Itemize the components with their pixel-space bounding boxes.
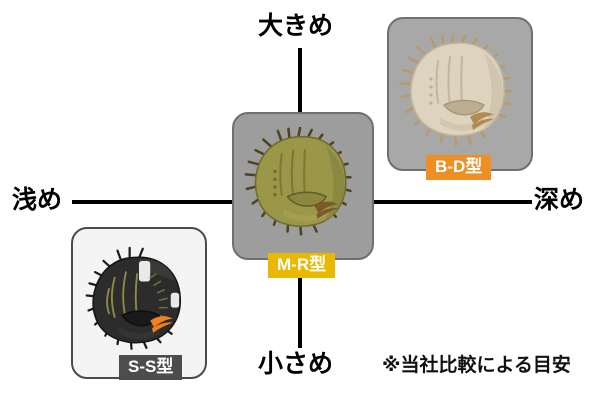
- product-card-bd[interactable]: [387, 17, 533, 171]
- axis-label-left: 浅め: [12, 186, 63, 214]
- badge-mr: M-R型: [268, 253, 336, 278]
- badge-bd: B-D型: [426, 155, 492, 180]
- axis-label-right: 深め: [534, 186, 585, 214]
- product-card-mr[interactable]: [232, 112, 374, 260]
- axis-label-bottom: 小さめ: [258, 350, 334, 378]
- footnote-note: ※当社比較による目安: [382, 355, 571, 376]
- axis-label-top: 大きめ: [258, 12, 334, 40]
- catchers-mitt-icon: [389, 19, 531, 169]
- product-card-ss[interactable]: [71, 227, 207, 379]
- catchers-mitt-icon: [73, 229, 205, 377]
- badge-ss: S-S型: [119, 355, 183, 380]
- catchers-mitt-icon: [234, 114, 372, 258]
